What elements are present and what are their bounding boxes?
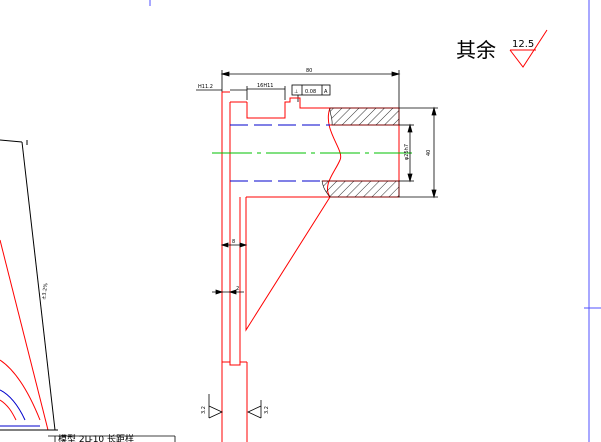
left-part-dimension-label: ±3.2% <box>41 282 49 300</box>
dim-slot-width-text: 16H11 <box>257 83 273 89</box>
dim-wall-8-text: 8 <box>232 239 235 245</box>
dimension-outer-height <box>399 106 438 199</box>
dimension-wall-8 <box>220 242 248 248</box>
roughness-mark-right <box>247 400 262 419</box>
hatch-upper <box>329 107 400 126</box>
hatch-lower <box>321 180 400 198</box>
part-outline <box>221 91 400 442</box>
dim-bore-diameter-text: φ25h7 <box>404 144 410 160</box>
tolerance-value: 0.08 <box>305 89 316 95</box>
dim-wall-2-text: 2 <box>236 286 239 292</box>
dimension-wall-2 <box>212 289 244 295</box>
roughness-right-value: 3.2 <box>264 406 270 414</box>
other-surfaces-note: 其余 <box>456 38 496 62</box>
roughness-symbol-general <box>509 29 548 68</box>
title-strip <box>48 435 176 442</box>
dim-outer-height-text: 40 <box>426 150 432 156</box>
dimension-bore-diameter <box>399 123 414 183</box>
dim-overall-width-text: 80 <box>306 68 312 74</box>
sheet-frame <box>149 0 601 442</box>
dim-left-offset-text: H11.2 <box>198 84 213 90</box>
left-partial-view <box>0 139 58 431</box>
dimension-overall-width <box>220 70 401 108</box>
tolerance-symbol: ⊥ <box>294 89 298 95</box>
hidden-lines <box>230 124 330 182</box>
roughness-value-general: 12.5 <box>512 39 534 50</box>
roughness-left-value: 3.2 <box>201 406 207 414</box>
title-strip-text: 模型 2L-10 长距样 <box>58 433 134 442</box>
tolerance-datum: A <box>324 89 328 95</box>
dimension-slot-width <box>246 86 286 100</box>
roughness-mark-left <box>208 394 223 419</box>
